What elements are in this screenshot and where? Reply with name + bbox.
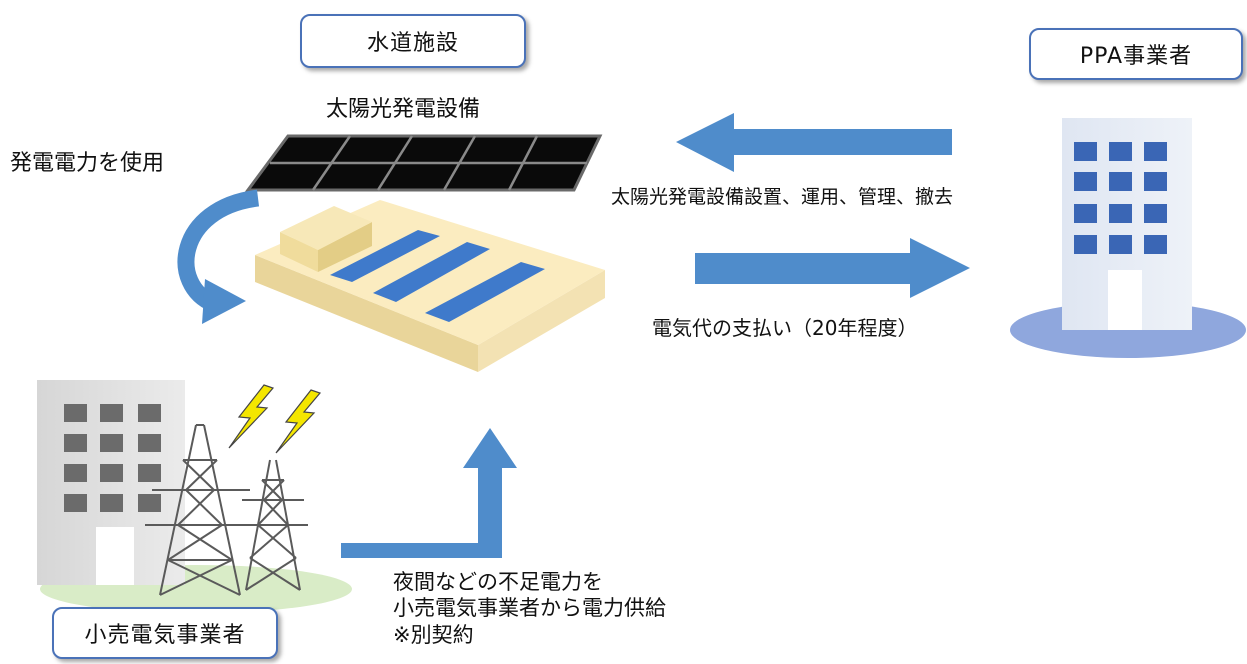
power-supply-label: 夜間などの不足電力を 小売電気事業者から電力供給 ※別契約 xyxy=(393,569,666,648)
office-building-icon xyxy=(1010,118,1246,358)
power-supply-line-1: 夜間などの不足電力を xyxy=(393,570,603,594)
power-supply-arrow xyxy=(341,428,517,558)
ppa-services-arrow xyxy=(676,113,952,172)
payment-label: 電気代の支払い（20年程度） xyxy=(652,316,918,340)
lightning-bolt-icon xyxy=(228,384,322,454)
solar-panel-icon xyxy=(245,134,603,192)
retail-provider-box: 小売電気事業者 xyxy=(52,607,278,659)
power-supply-line-2: 小売電気事業者から電力供給 xyxy=(393,596,666,621)
water-facility-box: 水道施設 xyxy=(300,14,526,68)
self-consumption-arrow xyxy=(177,189,260,324)
office-building-icon xyxy=(37,380,352,613)
ppa-provider-label: PPA事業者 xyxy=(1079,44,1193,69)
self-consumption-label: 発電電力を使用 xyxy=(10,151,165,176)
payment-arrow xyxy=(695,238,970,298)
solar-equipment-label: 太陽光発電設備 xyxy=(326,97,481,122)
ppa-provider-box: PPA事業者 xyxy=(1029,28,1243,80)
water-facility-label: 水道施設 xyxy=(366,31,459,56)
power-supply-line-3: ※別契約 xyxy=(393,622,474,647)
water-facility-building-icon xyxy=(255,200,605,372)
transmission-tower-icon xyxy=(145,424,308,596)
ppa-services-label: 太陽光発電設備設置、運用、管理、撤去 xyxy=(611,186,954,208)
retail-provider-label: 小売電気事業者 xyxy=(84,623,246,648)
